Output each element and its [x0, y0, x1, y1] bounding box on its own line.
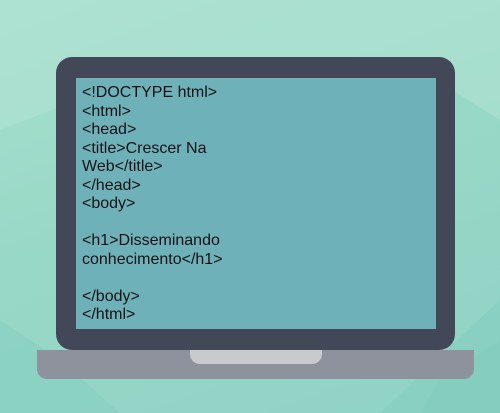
code-line: <head> — [82, 121, 137, 138]
code-line: <!DOCTYPE html> — [82, 84, 218, 101]
code-line-blank — [82, 214, 223, 233]
code-line: <title>Crescer Na — [82, 139, 207, 157]
code-line: <h1>Disseminando — [82, 232, 220, 249]
code-line: conhecimento</h1> — [82, 250, 223, 268]
code-line: </head> — [82, 176, 141, 194]
code-line: </html> — [82, 306, 136, 323]
code-line: <body> — [82, 195, 136, 212]
code-listing: <!DOCTYPE html> <html> <head> <title>Cre… — [82, 84, 223, 325]
laptop-screen: <!DOCTYPE html> <html> <head> <title>Cre… — [76, 78, 436, 329]
laptop-notch — [190, 350, 322, 364]
code-line: </body> — [82, 287, 140, 305]
code-line: <html> — [82, 102, 131, 120]
code-line: Web</title> — [82, 158, 163, 175]
code-line-blank — [82, 269, 223, 288]
